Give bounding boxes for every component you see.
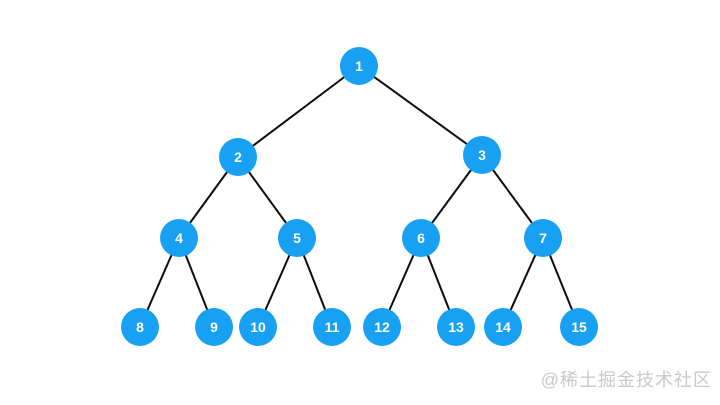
tree-node-3: 3 [463, 136, 501, 174]
tree-node-5: 5 [278, 219, 316, 257]
tree-node-6: 6 [402, 219, 440, 257]
tree-node-1: 1 [340, 47, 378, 85]
tree-node-7: 7 [524, 219, 562, 257]
tree-node-11: 11 [313, 308, 351, 346]
tree-node-14: 14 [484, 308, 522, 346]
tree-edge-1-3 [358, 65, 483, 156]
watermark-text: @稀土掘金技术社区 [540, 370, 712, 390]
tree-node-2: 2 [219, 138, 257, 176]
tree-node-15: 15 [560, 308, 598, 346]
tree-node-12: 12 [363, 308, 401, 346]
tree-node-13: 13 [437, 308, 475, 346]
tree-node-8: 8 [121, 308, 159, 346]
tree-node-10: 10 [239, 308, 277, 346]
tree-node-9: 9 [195, 308, 233, 346]
tree-edge-1-2 [237, 65, 360, 158]
tree-node-4: 4 [160, 219, 198, 257]
